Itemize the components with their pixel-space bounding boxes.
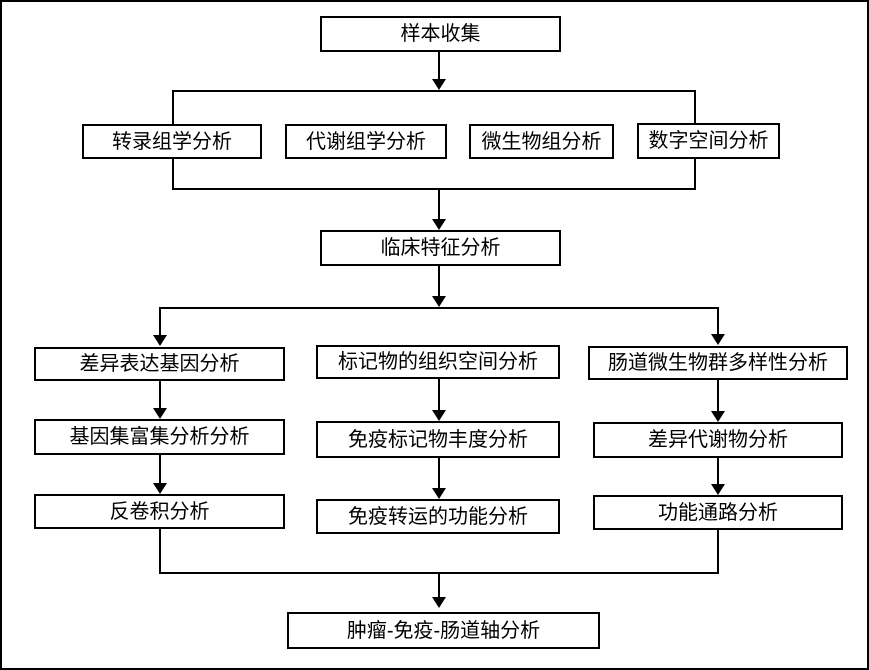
node-gut-microbiota-diversity: 肠道微生物群多样性分析	[588, 346, 848, 380]
connector-converge-to-final	[438, 574, 440, 598]
branch-line	[159, 307, 719, 309]
arrowhead-down-icon	[711, 484, 725, 495]
node-transcriptomics-analysis: 转录组学分析	[82, 124, 262, 159]
connector-col1-2	[159, 455, 161, 484]
arrowhead-down-icon	[153, 408, 167, 419]
node-sample-collection: 样本收集	[320, 16, 561, 52]
node-differential-metabolites: 差异代谢物分析	[593, 422, 843, 458]
node-immune-transport-function: 免疫转运的功能分析	[316, 499, 560, 534]
arrowhead-down-icon	[153, 483, 167, 494]
connector-sample-to-omics	[438, 50, 440, 81]
node-tumor-immune-gut-axis: 肿瘤-免疫-肠道轴分析	[287, 612, 600, 649]
connector-clinical-to-branch	[438, 266, 440, 297]
connector-col2-2	[438, 458, 440, 488]
arrowhead-down-icon	[711, 334, 725, 345]
node-clinical-features-analysis: 临床特征分析	[320, 230, 561, 266]
node-functional-pathway: 功能通路分析	[593, 495, 843, 530]
node-immune-marker-abundance: 免疫标记物丰度分析	[316, 421, 560, 458]
node-differential-gene-expression: 差异表达基因分析	[34, 347, 285, 381]
node-metabolomics-analysis: 代谢组学分析	[285, 124, 447, 159]
connector-omics-to-clinical	[438, 190, 440, 221]
arrowhead-down-icon	[432, 79, 446, 90]
connector-col2-1	[438, 379, 440, 410]
arrowhead-down-icon	[432, 219, 446, 230]
arrowhead-down-icon	[432, 410, 446, 421]
node-gene-set-enrichment: 基因集富集分析分析	[34, 419, 285, 455]
arrowhead-down-icon	[432, 296, 446, 307]
connector-branch-left	[159, 307, 161, 336]
connector-converge-left	[159, 529, 161, 574]
arrowhead-down-icon	[153, 335, 167, 346]
connector-col3-2	[717, 458, 719, 485]
arrowhead-down-icon	[432, 597, 446, 608]
arrowhead-down-icon	[711, 411, 725, 422]
node-microbiome-analysis: 微生物组分析	[469, 124, 614, 159]
connector-col1-1	[159, 381, 161, 409]
arrowhead-down-icon	[432, 488, 446, 499]
converge-line	[159, 572, 719, 574]
node-marker-tissue-spatial: 标记物的组织空间分析	[316, 345, 560, 379]
node-digital-spatial-analysis: 数字空间分析	[637, 123, 780, 159]
node-deconvolution: 反卷积分析	[34, 494, 285, 529]
connector-branch-right	[717, 307, 719, 335]
connector-col3-1	[717, 380, 719, 411]
connector-converge-right	[717, 530, 719, 574]
